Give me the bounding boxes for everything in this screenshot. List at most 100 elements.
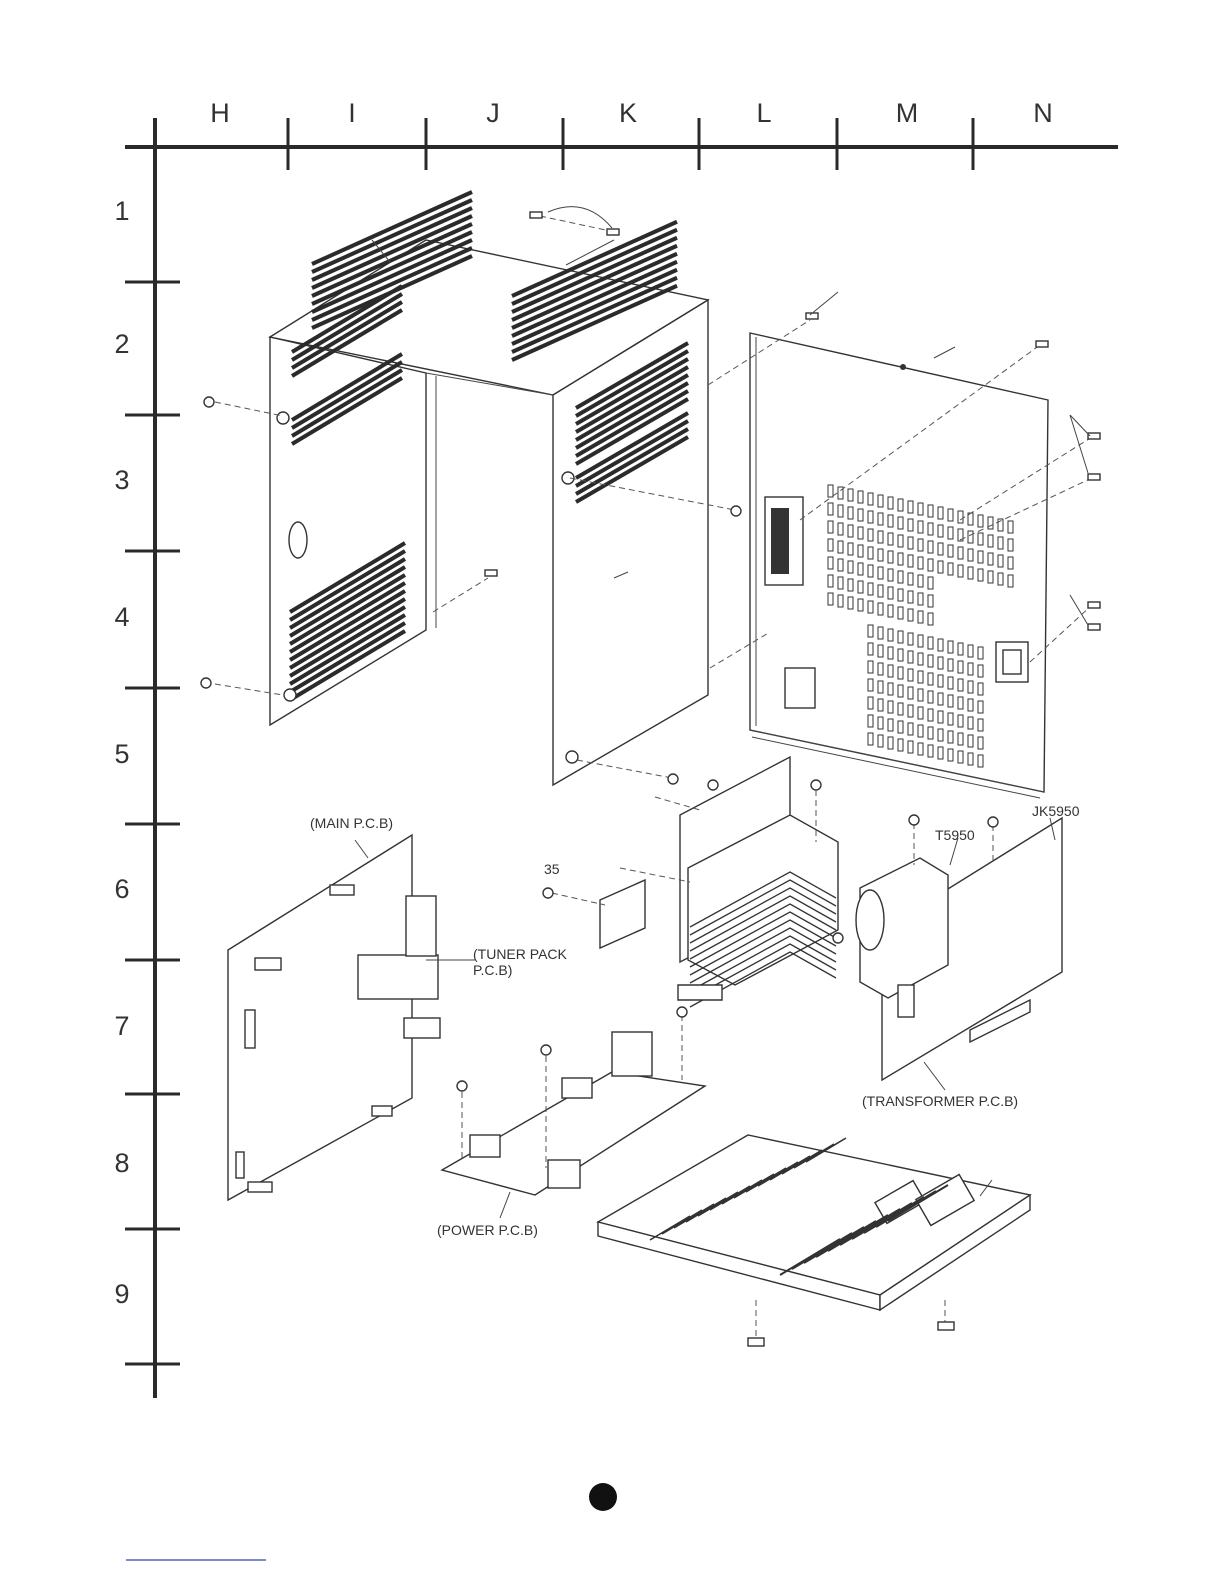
column-label: L — [756, 98, 771, 128]
vent-hole — [968, 735, 973, 747]
screw — [530, 212, 542, 218]
vent-hole — [968, 681, 973, 693]
vent-hole — [948, 659, 953, 671]
vent-hole — [878, 495, 883, 507]
vent-hole — [908, 723, 913, 735]
vent-hole — [928, 637, 933, 649]
vent-hole — [938, 561, 943, 573]
vent-hole — [928, 613, 933, 625]
vent-hole — [958, 643, 963, 655]
vent-hole — [838, 577, 843, 589]
vent-hole — [988, 517, 993, 529]
screw — [708, 780, 718, 790]
vent-hole — [948, 713, 953, 725]
vent-hole — [928, 745, 933, 757]
vent-hole — [898, 499, 903, 511]
vent-hole — [848, 507, 853, 519]
vent-hole — [968, 645, 973, 657]
vent-hole — [918, 611, 923, 623]
vent-hole — [908, 501, 913, 513]
vent-hole — [928, 691, 933, 703]
vent-hole — [828, 557, 833, 569]
vent-hole — [908, 651, 913, 663]
vent-hole — [878, 627, 883, 639]
screw — [833, 933, 843, 943]
vent-hole — [978, 533, 983, 545]
vent-hole — [848, 579, 853, 591]
vent-hole — [938, 525, 943, 537]
vent-hole — [858, 491, 863, 503]
transformer-pcb — [856, 815, 1062, 1080]
vent-hole — [978, 737, 983, 749]
row-label: 6 — [114, 874, 129, 904]
vent-hole — [948, 677, 953, 689]
vent-hole — [908, 633, 913, 645]
vent-hole — [918, 653, 923, 665]
vent-hole — [958, 511, 963, 523]
vent-hole — [918, 671, 923, 683]
screw — [1036, 341, 1048, 347]
vent-hole — [898, 739, 903, 751]
foot — [748, 1338, 764, 1346]
vent-hole — [868, 661, 873, 673]
vent-hole — [918, 689, 923, 701]
screw — [607, 229, 619, 235]
vent-hole — [978, 755, 983, 767]
screw — [677, 1007, 687, 1017]
vent-hole — [938, 711, 943, 723]
vent-hole — [948, 509, 953, 521]
t5950-label: T5950 — [935, 827, 975, 843]
vent-hole — [858, 599, 863, 611]
vent-hole — [828, 521, 833, 533]
screw — [1088, 602, 1100, 608]
vent-hole — [828, 539, 833, 551]
vent-hole — [978, 683, 983, 695]
vent-hole — [918, 575, 923, 587]
vent-hole — [888, 683, 893, 695]
vent-hole — [948, 545, 953, 557]
vent-hole — [958, 661, 963, 673]
vent-hole — [958, 697, 963, 709]
column-labels: H I J K L M N — [210, 98, 1053, 128]
vent-hole — [948, 641, 953, 653]
vent-hole — [878, 603, 883, 615]
vent-hole — [888, 587, 893, 599]
vent-hole — [988, 571, 993, 583]
vent-hole — [938, 507, 943, 519]
vent-hole — [928, 709, 933, 721]
vent-hole — [888, 569, 893, 581]
vent-hole — [888, 665, 893, 677]
vent-hole — [908, 741, 913, 753]
vent-hole — [908, 573, 913, 585]
vent-hole — [868, 601, 873, 613]
vent-hole — [898, 607, 903, 619]
vent-hole — [918, 743, 923, 755]
rear-panel — [750, 333, 1048, 798]
vent-hole — [918, 521, 923, 533]
vent-hole — [888, 629, 893, 641]
power-relay — [612, 1032, 652, 1076]
vent-hole — [868, 643, 873, 655]
row-label: 1 — [114, 196, 129, 226]
vent-hole — [988, 553, 993, 565]
vent-hole — [868, 547, 873, 559]
transformer-pcb-label: (TRANSFORMER P.C.B) — [862, 1093, 1018, 1109]
row-label: 3 — [114, 465, 129, 495]
vent-hole — [898, 703, 903, 715]
screw — [541, 1045, 551, 1055]
vent-hole — [1008, 521, 1013, 533]
column-label: K — [619, 98, 637, 128]
page-marker — [589, 1483, 617, 1511]
ref-35-label: 35 — [544, 861, 560, 877]
vent-hole — [968, 699, 973, 711]
vent-hole — [878, 513, 883, 525]
vent-hole — [868, 529, 873, 541]
vent-hole — [958, 547, 963, 559]
vent-hole — [898, 649, 903, 661]
vent-hole — [908, 537, 913, 549]
vent-hole — [878, 717, 883, 729]
vent-hole — [928, 595, 933, 607]
vent-hole — [928, 727, 933, 739]
vent-hole — [978, 647, 983, 659]
